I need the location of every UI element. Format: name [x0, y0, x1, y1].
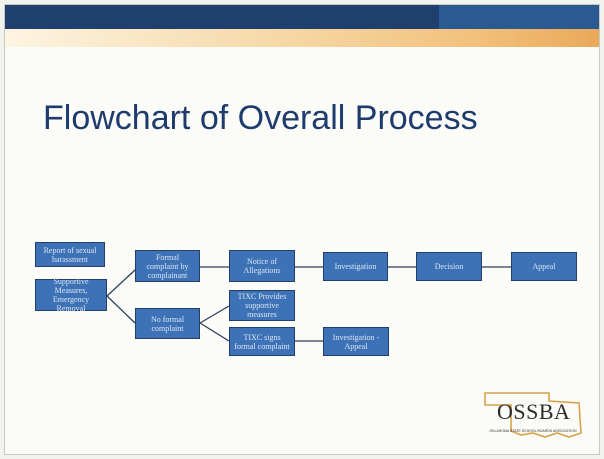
node-report: Report of sexual harassment [35, 242, 105, 267]
node-supportive-measures: Supportive Measures, Emergency Removal [35, 277, 107, 313]
connector-noformal-tixsigns [199, 322, 230, 342]
node-investigation: Investigation [323, 252, 388, 281]
logo-wordmark: OSSBA [497, 399, 571, 424]
node-investigation-appeal: Investigation - Appeal [323, 327, 389, 356]
node-tixc-signs-complaint: TIXC signs formal complaint [229, 327, 295, 356]
connector-noformal-tixprovides [199, 305, 230, 324]
node-notice-of-allegations: Notice of Allegations [229, 250, 295, 282]
slide-title: Flowchart of Overall Process [43, 99, 478, 137]
accent-band [5, 29, 599, 47]
node-no-formal-complaint: No formal complaint [135, 308, 200, 339]
node-tixc-provides-measures: TIXC Provides supportive measures [229, 290, 295, 321]
top-bar-accent [439, 5, 599, 29]
flowchart-connectors [106, 266, 511, 342]
connector-supportive-noformal [106, 295, 136, 324]
logo-subtitle: OKLAHOMA STATE SCHOOL BOARDS ASSOCIATION [489, 429, 577, 433]
node-appeal: Appeal [511, 252, 577, 281]
node-decision: Decision [416, 252, 482, 281]
node-formal-complaint: Formal complaint by complainant [135, 250, 200, 282]
top-bar [5, 5, 599, 29]
ossba-logo: OSSBA OKLAHOMA STATE SCHOOL BOARDS ASSOC… [479, 387, 585, 443]
connector-supportive-formal [106, 269, 136, 297]
slide: Flowchart of Overall Process Report of s… [4, 4, 600, 455]
oklahoma-map-icon [484, 392, 582, 438]
